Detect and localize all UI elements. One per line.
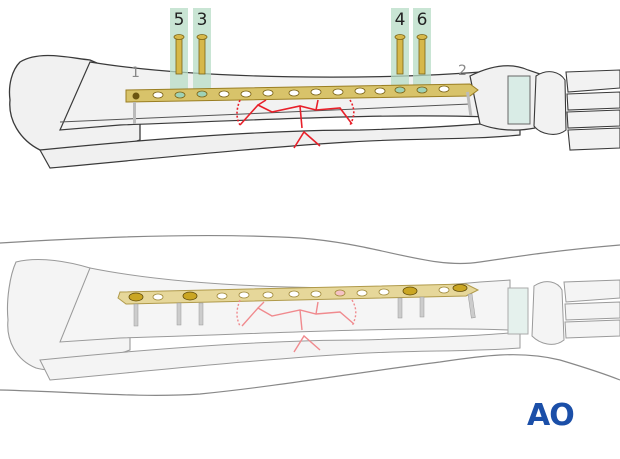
locking-screw-head-1 [132,92,140,100]
top-view [8,8,620,169]
end-screw-label-2: 2 [458,63,467,79]
bottom-view [0,234,620,396]
screw-label-5: 5 [173,10,185,30]
fibula-faded [39,331,521,381]
distal-tibia [469,65,544,131]
bone-plate [125,83,479,103]
screw-label-4: 4 [394,10,406,30]
fracture-lines [236,99,355,149]
end-screw-label-1: 1 [131,65,140,81]
tibia-shaft-faded [59,267,511,343]
screw-icons [173,34,428,75]
inserted-screw-heads [128,284,468,302]
fracture-lines-faded [236,299,357,353]
soft-tissue-outline-top [0,234,620,265]
ao-logo: AO [527,398,575,433]
foot-bones [533,69,620,151]
screw-2-shaft [466,91,473,116]
ankle-joint-cartilage [507,75,531,125]
plate-holes-final [152,286,450,301]
screw-label-3: 3 [196,10,208,30]
screw-1-shaft [133,102,136,124]
plate-holes [152,85,450,99]
soft-tissue-outline-bottom [0,354,620,396]
ankle-joint-faded [507,287,529,335]
fibula [39,119,521,169]
screw-label-6: 6 [416,10,428,30]
foot-bones-faded [531,279,620,345]
inserted-screw-shafts [133,293,476,327]
